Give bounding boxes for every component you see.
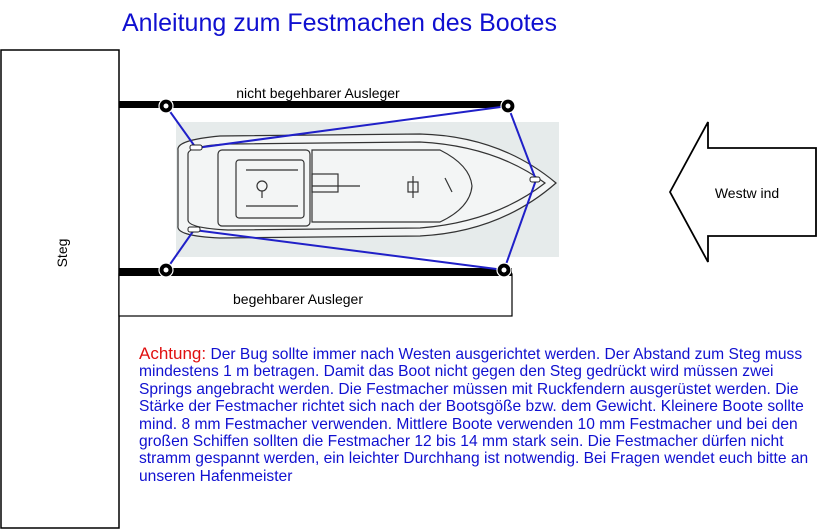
- bollard-icon: [158, 262, 174, 278]
- pier-label: Steg: [54, 239, 70, 268]
- lower-boom: [118, 273, 513, 317]
- wind-label: Westw ind: [715, 185, 779, 201]
- bollard-icon: [496, 262, 512, 278]
- lower-boom-label: begehbarer Ausleger: [233, 291, 363, 307]
- note-alert: Achtung:: [139, 344, 207, 363]
- instruction-note: Achtung: Der Bug sollte immer nach Weste…: [139, 345, 819, 485]
- bollard-icon: [500, 98, 516, 114]
- upper-boom: [119, 101, 512, 108]
- pier: [0, 49, 120, 529]
- bollard-icon: [158, 98, 174, 114]
- cleat-icon: [187, 144, 541, 233]
- note-text: Der Bug sollte immer nach Westen ausgeri…: [139, 346, 809, 485]
- page-title: Anleitung zum Festmachen des Bootes: [122, 9, 557, 37]
- left-arrow-icon: [668, 121, 817, 263]
- mooring-lines: [165, 105, 537, 271]
- lower-boom-edge: [119, 268, 512, 276]
- upper-boom-label: nicht begehbarer Ausleger: [236, 85, 400, 101]
